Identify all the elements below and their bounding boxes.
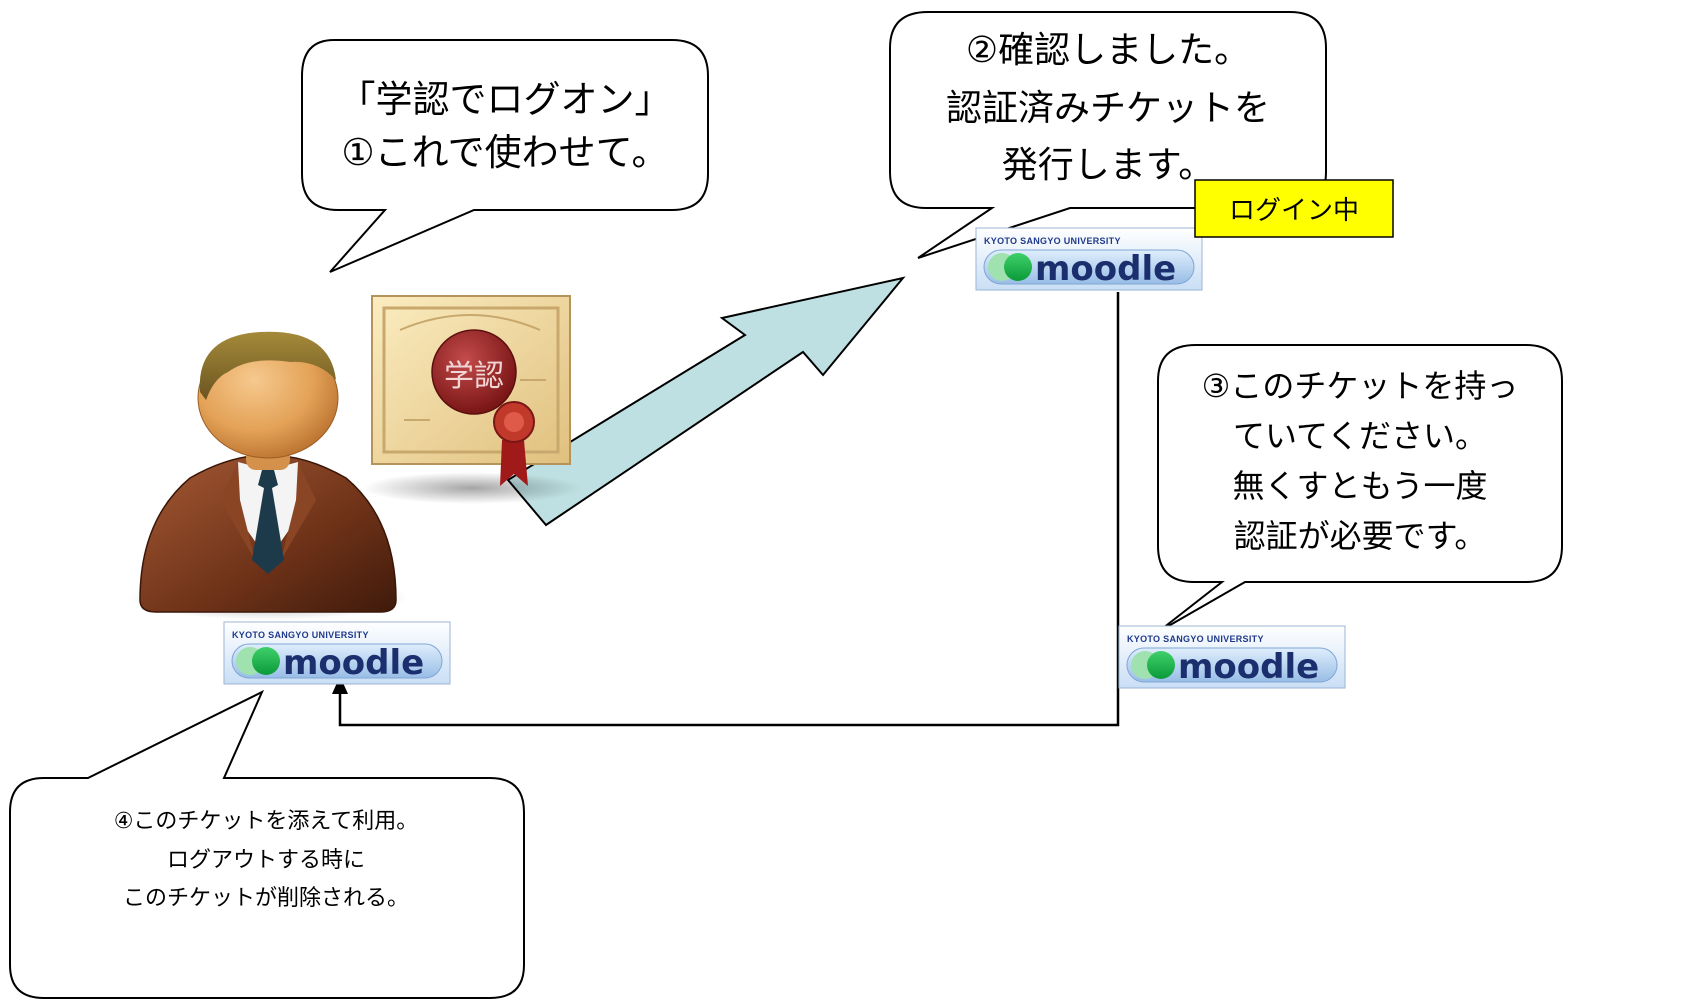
bubble2-line2: 認証済みチケットを (946, 88, 1270, 129)
logo-word-text: moodle (1178, 647, 1319, 687)
bubble3-line4: 認証が必要です。 (1234, 517, 1487, 555)
certificate-icon: 学認 (362, 295, 582, 504)
bubble4-line2: ログアウトする時に (167, 848, 365, 873)
ticket-return-arrowhead (332, 676, 348, 694)
logo-word-text: moodle (1035, 249, 1176, 289)
speech-bubble-request: 「学認でログオン」 ①これで使わせて。 (301, 39, 709, 273)
bubble3-line3: 無くすともう一度 (1232, 467, 1487, 505)
bubble3-line2: ていてください。 (1233, 417, 1487, 455)
moodle-logo-user: KYOTO SANGYO UNIVERSITY moodle (223, 621, 451, 685)
user-avatar-icon (128, 331, 408, 620)
speech-bubble-use-ticket: ④このチケットを添えて利用。 ログアウトする時に このチケットが削除される。 (9, 689, 525, 999)
auth-request-arrow (506, 276, 906, 527)
certificate-seal-text: 学認 (444, 359, 504, 394)
bubble1-line2: ①これで使わせて。 (342, 131, 669, 174)
speech-bubble-keep-ticket: ③このチケットを持っ ていてください。 無くすともう一度 認証が必要です。 (1157, 344, 1563, 633)
login-badge-label: ログイン中 (1229, 196, 1359, 226)
bubble4-line3: このチケットが削除される。 (123, 886, 409, 911)
moodle-logo-service: KYOTO SANGYO UNIVERSITY moodle (1118, 625, 1346, 689)
logo-university-text: KYOTO SANGYO UNIVERSITY (232, 630, 369, 640)
moodle-logo-idp: KYOTO SANGYO UNIVERSITY moodle (975, 227, 1203, 291)
logo-university-text: KYOTO SANGYO UNIVERSITY (984, 236, 1121, 246)
bubble2-line1: ②確認しました。 (966, 30, 1250, 71)
bubble3-line1: ③このチケットを持っ (1202, 367, 1519, 405)
bubble4-line1: ④このチケットを添えて利用。 (114, 809, 419, 834)
bubble2-line3: 発行します。 (1002, 145, 1214, 186)
logo-word-text: moodle (283, 643, 424, 683)
login-status-badge: ログイン中 (1194, 179, 1394, 238)
speech-bubble-confirm: ②確認しました。 認証済みチケットを 発行します。 (889, 11, 1327, 259)
ticket-return-line (338, 292, 1120, 727)
bubble1-line1: 「学認でログオン」 (339, 78, 672, 121)
logo-university-text: KYOTO SANGYO UNIVERSITY (1127, 634, 1264, 644)
